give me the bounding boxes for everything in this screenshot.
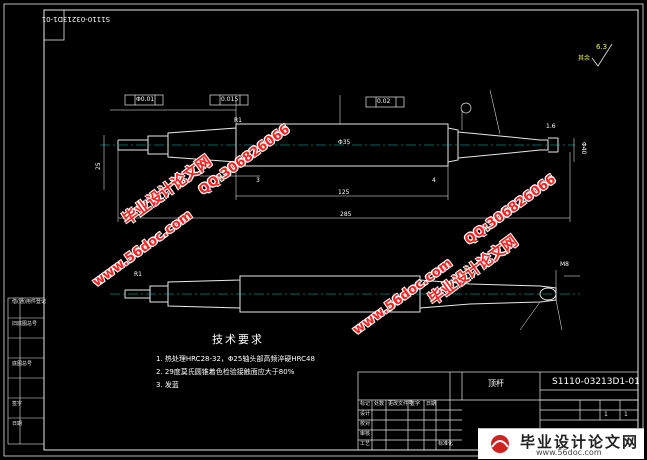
tol-frame-3-text: 0.02 (377, 98, 391, 105)
tb-row-label-5: 日期 (426, 401, 437, 407)
tol-frame-1-text: Φ0.01 (136, 96, 155, 103)
dim-phi35: Φ35 (338, 139, 351, 146)
dim-r1-lower: R1 (134, 271, 142, 278)
dim-285: 285 (340, 211, 352, 218)
tb-num-2: 1 (624, 411, 628, 418)
site-banner: 毕业设计论文网 www.56doc.com (478, 428, 644, 459)
tb-row-label-4: 签字 (410, 401, 421, 407)
tolerance-frames (124, 94, 472, 114)
left-label-5: 日期 (12, 421, 23, 427)
upper-shaft (117, 123, 559, 167)
roughness-symbol (591, 43, 613, 67)
tech-item-2: 2. 29度莫氏圆锥着色检验接触面应大于80% (156, 368, 295, 376)
site-logo-icon (491, 435, 509, 453)
dim-4: 4 (432, 177, 436, 184)
tb-small-1: 设计 (360, 411, 371, 417)
tb-small-3: 审核 (360, 431, 371, 437)
roughness-value: 6.3 (596, 43, 608, 51)
banner-title: 毕业设计论文网 (520, 433, 640, 451)
part-name: 顶杆 (488, 379, 504, 388)
banner-url: www.56doc.com (536, 448, 602, 457)
tech-item-3: 3. 发蓝 (156, 381, 179, 389)
tb-row-label-3: 更改文件号 (388, 401, 414, 407)
tb-num-1: 1 (604, 411, 608, 418)
dim-3: 3 (256, 177, 260, 184)
lower-dimensions (519, 270, 580, 331)
dim-25: 25 (95, 162, 102, 170)
tb-small-2: 校对 (360, 421, 371, 427)
left-label-4: 签字 (12, 401, 23, 407)
outer-frame (3, 3, 644, 457)
left-label-2: 旧底图总号 (12, 321, 38, 327)
tb-row-label-2: 处数 (374, 401, 385, 407)
tol-frame-2-text: 0.015 (221, 96, 239, 103)
title-block (357, 371, 639, 451)
left-register-column (7, 297, 45, 445)
dim-125: 125 (338, 189, 350, 196)
dim-m8: M8 (560, 261, 569, 268)
code-box (43, 9, 65, 41)
inner-frame (43, 9, 639, 451)
tb-row-label-1: 标记 (360, 401, 371, 407)
dim-phi40: Φ40 (580, 142, 587, 155)
roughness-note: 其余 (578, 55, 591, 62)
tb-small-5: 标准化 (438, 441, 454, 447)
dim-16: 1.6 (546, 123, 556, 130)
dim-r1-upper: R1 (234, 117, 242, 124)
upper-dimensions (103, 89, 575, 222)
left-label-1: 借(通)用件登记 (12, 299, 46, 305)
tech-item-1: 1. 热处理HRC28-32，Φ25轴头部高频淬硬HRC48 (156, 355, 315, 363)
tech-title: 技术要求 (212, 333, 264, 346)
tb-small-4: 工艺 (360, 441, 371, 447)
rotated-drawing-code: S1110-03213D1-01 (41, 15, 110, 23)
left-label-3: 底图总号 (12, 361, 33, 367)
drawing-code: S1110-03213D1-01 (552, 377, 640, 387)
